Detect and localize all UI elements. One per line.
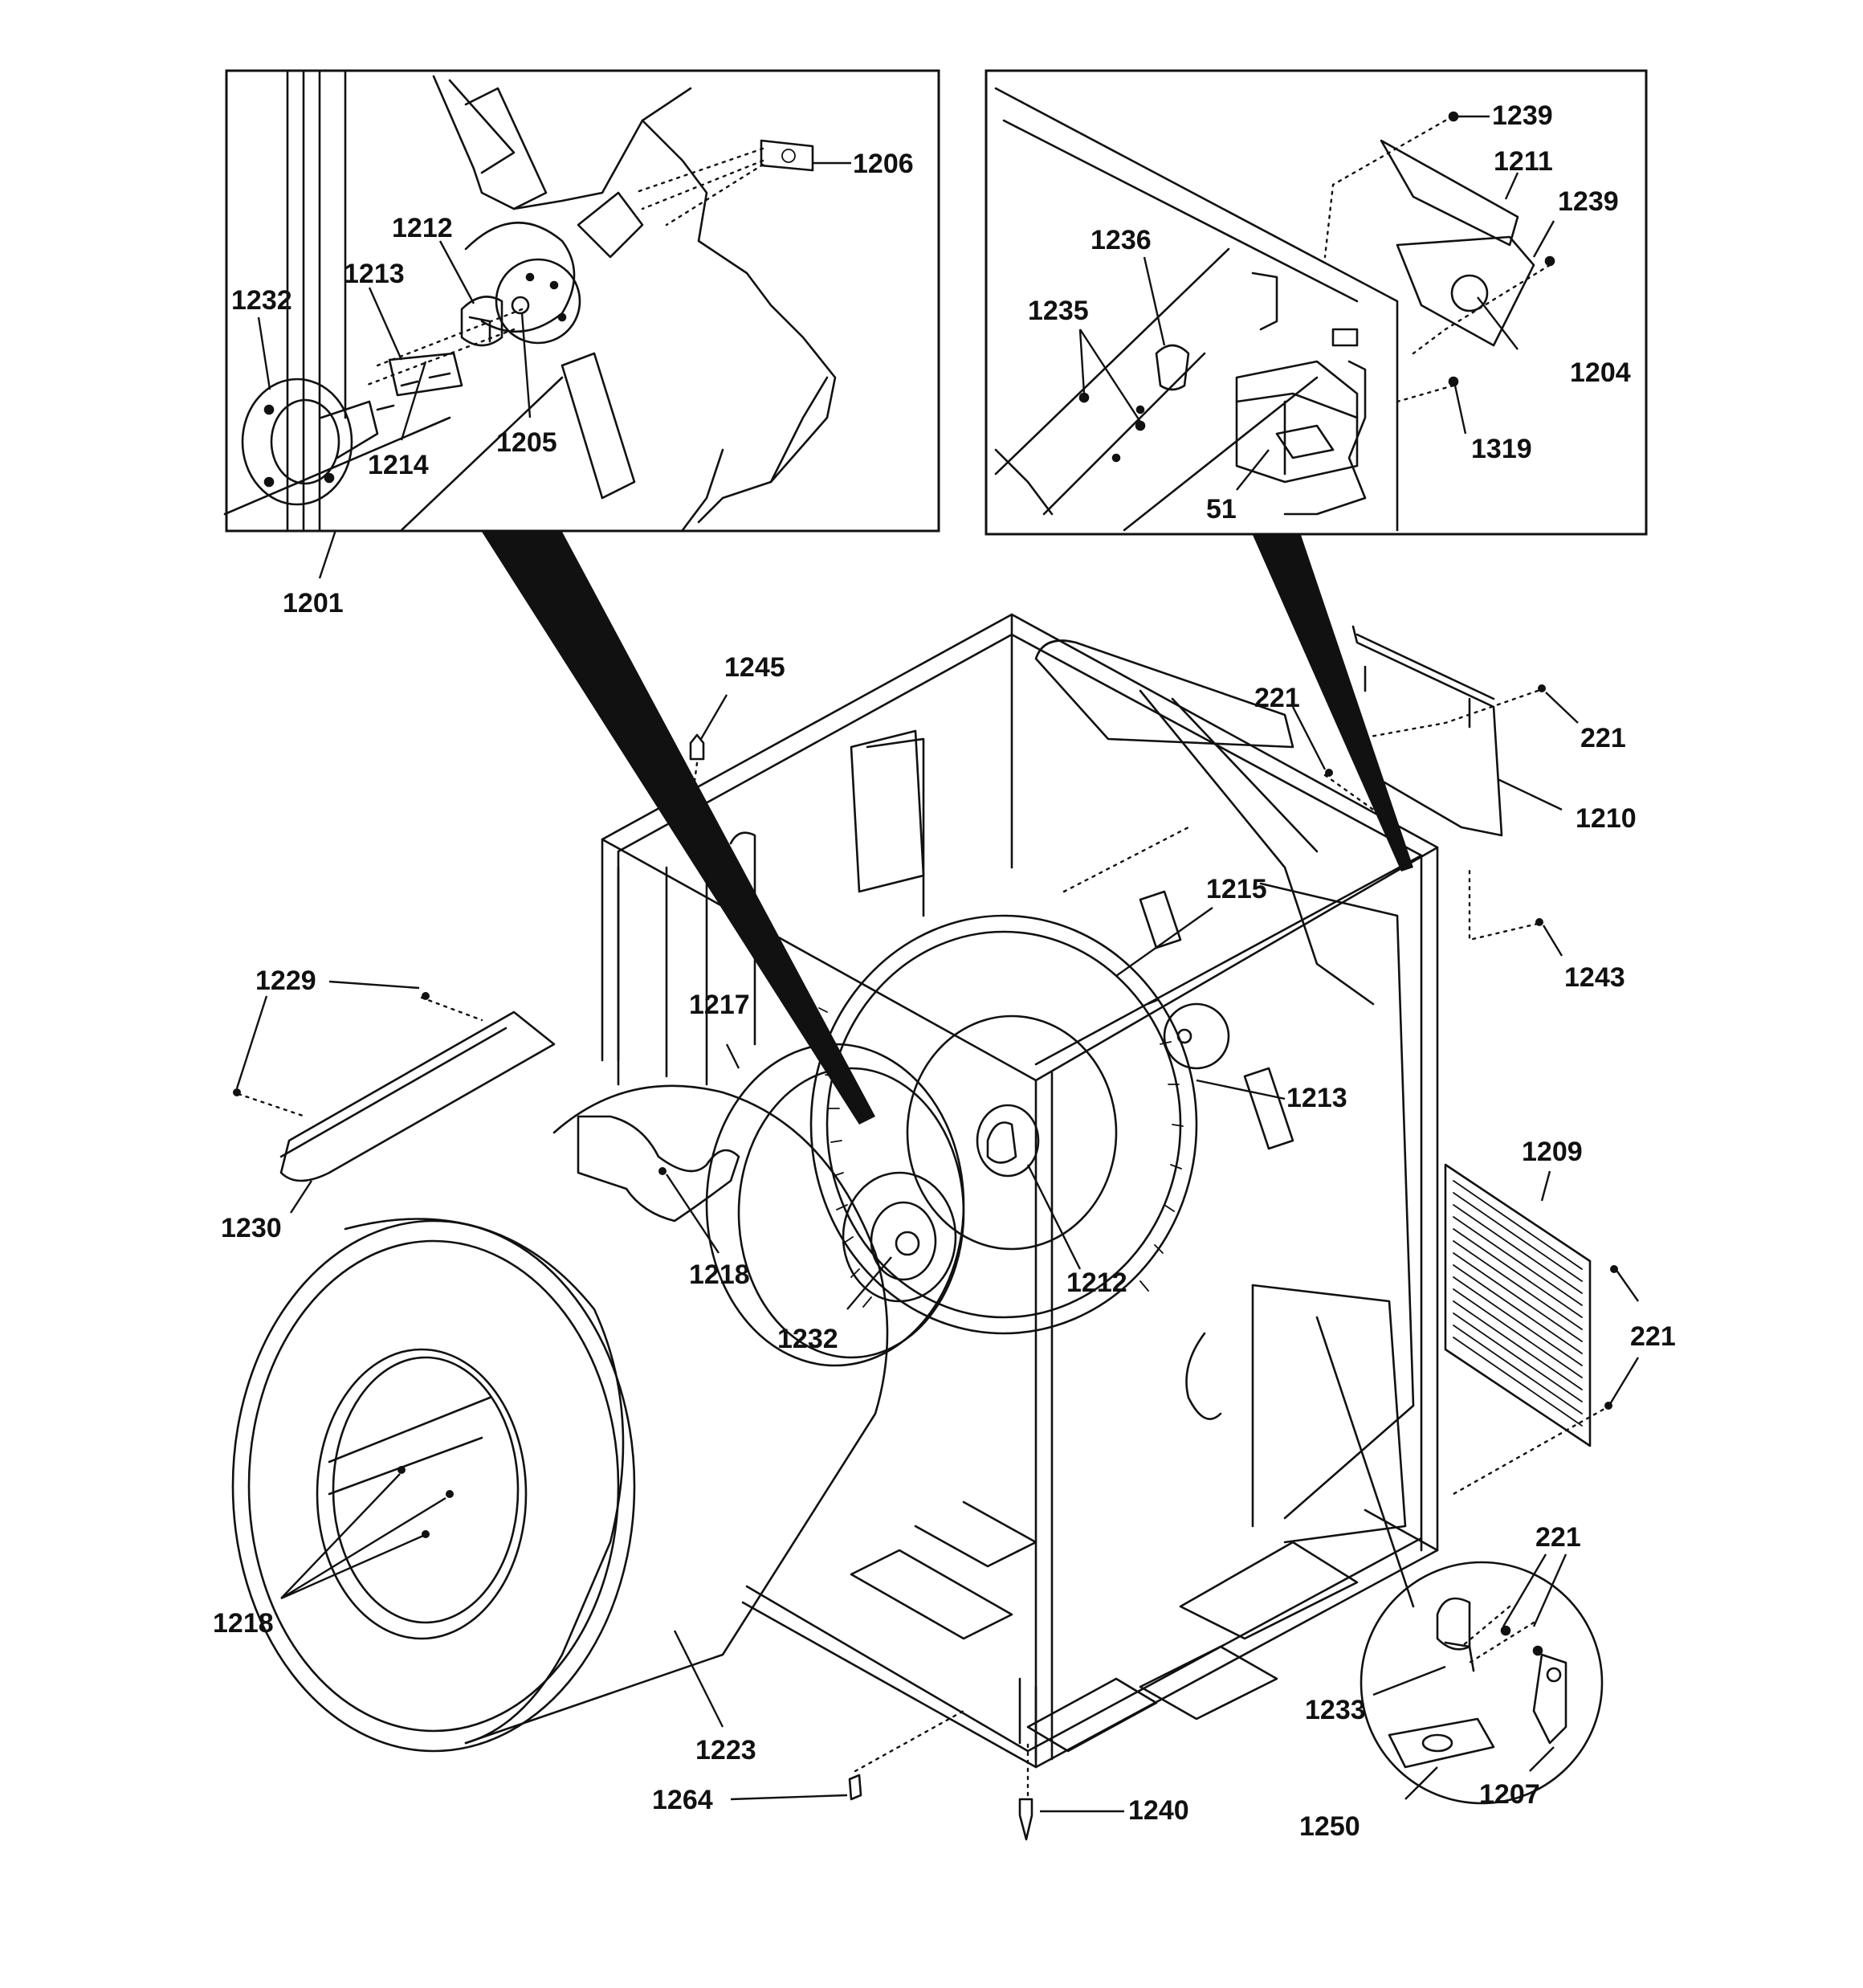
main-dashes xyxy=(237,689,1612,1797)
part-1240 xyxy=(1018,1798,1033,1841)
label-1218-b: 1218 xyxy=(213,1608,274,1639)
screw-1218-c xyxy=(446,1490,454,1498)
label-1210: 1210 xyxy=(1576,803,1637,834)
label-1218-a: 1218 xyxy=(689,1259,750,1290)
screw-221-a xyxy=(1538,684,1546,692)
label-1213-inset: 1213 xyxy=(344,259,405,289)
label-1245: 1245 xyxy=(724,652,785,683)
inset-left-frame xyxy=(225,69,940,533)
label-1239-a: 1239 xyxy=(1492,100,1553,131)
inset-left-leaders xyxy=(257,161,851,579)
label-221-d: 221 xyxy=(1535,1522,1581,1553)
inset-left-drawing xyxy=(223,71,837,532)
inset-right-drawing xyxy=(994,87,1555,532)
part-1264 xyxy=(848,1774,862,1801)
inset-right-leaders xyxy=(1078,115,1555,491)
callout-beams xyxy=(482,532,1413,1125)
cabinet xyxy=(601,613,1592,1769)
wheel-teeth xyxy=(818,999,1184,1308)
inset-right xyxy=(984,69,1648,536)
inset-right-dashes xyxy=(1323,119,1551,403)
label-1243: 1243 xyxy=(1564,962,1625,993)
label-221-a: 221 xyxy=(1254,683,1300,713)
label-1207: 1207 xyxy=(1479,1779,1540,1810)
vent-grille xyxy=(1453,1180,1583,1427)
label-1205: 1205 xyxy=(496,427,557,458)
label-221-b: 221 xyxy=(1580,723,1626,753)
label-1230: 1230 xyxy=(221,1213,282,1243)
label-1211: 1211 xyxy=(1494,146,1553,177)
label-1212: 1212 xyxy=(1066,1268,1127,1298)
label-1215: 1215 xyxy=(1206,874,1267,904)
label-1233: 1233 xyxy=(1305,1695,1366,1725)
main-leaders xyxy=(235,692,1640,1813)
label-1214: 1214 xyxy=(368,450,429,480)
label-1206: 1206 xyxy=(853,149,914,179)
label-1201: 1201 xyxy=(283,588,344,618)
labels: 1206 1212 1232 1213 1214 1205 1201 1239 … xyxy=(213,100,1676,1842)
label-1250: 1250 xyxy=(1299,1811,1360,1842)
inset-right-frame xyxy=(984,69,1648,536)
label-1212-inset: 1212 xyxy=(392,213,453,243)
screw-221-b xyxy=(1325,769,1333,777)
screw-1218-a xyxy=(658,1167,667,1175)
part-1245 xyxy=(689,733,705,761)
label-1232: 1232 xyxy=(777,1324,838,1354)
drum-bulkhead xyxy=(705,1043,965,1367)
label-1235: 1235 xyxy=(1028,296,1089,326)
fasteners xyxy=(233,684,1618,1841)
drum xyxy=(231,1084,889,1753)
label-1240: 1240 xyxy=(1128,1795,1189,1826)
label-1217: 1217 xyxy=(689,990,750,1020)
screw-1218-d xyxy=(422,1530,430,1538)
label-1232-inset: 1232 xyxy=(231,285,292,316)
part-1206 xyxy=(760,139,814,172)
label-1223: 1223 xyxy=(695,1735,756,1766)
screw-1218-b xyxy=(397,1466,406,1474)
label-1319: 1319 xyxy=(1471,434,1532,464)
label-1236: 1236 xyxy=(1090,225,1152,255)
part-1230 xyxy=(279,1010,556,1182)
label-1239-b: 1239 xyxy=(1558,186,1619,217)
inset-left xyxy=(223,69,940,579)
drum-rear-wheel xyxy=(809,914,1198,1335)
inset-left-dashes xyxy=(364,147,764,387)
label-1229: 1229 xyxy=(255,965,316,996)
label-1209: 1209 xyxy=(1522,1137,1583,1167)
label-221-c: 221 xyxy=(1630,1321,1676,1352)
label-51: 51 xyxy=(1206,494,1237,525)
label-1204: 1204 xyxy=(1570,357,1631,388)
label-1213: 1213 xyxy=(1286,1083,1347,1113)
detail-circle xyxy=(1315,1316,1604,1805)
label-1264: 1264 xyxy=(652,1785,713,1815)
